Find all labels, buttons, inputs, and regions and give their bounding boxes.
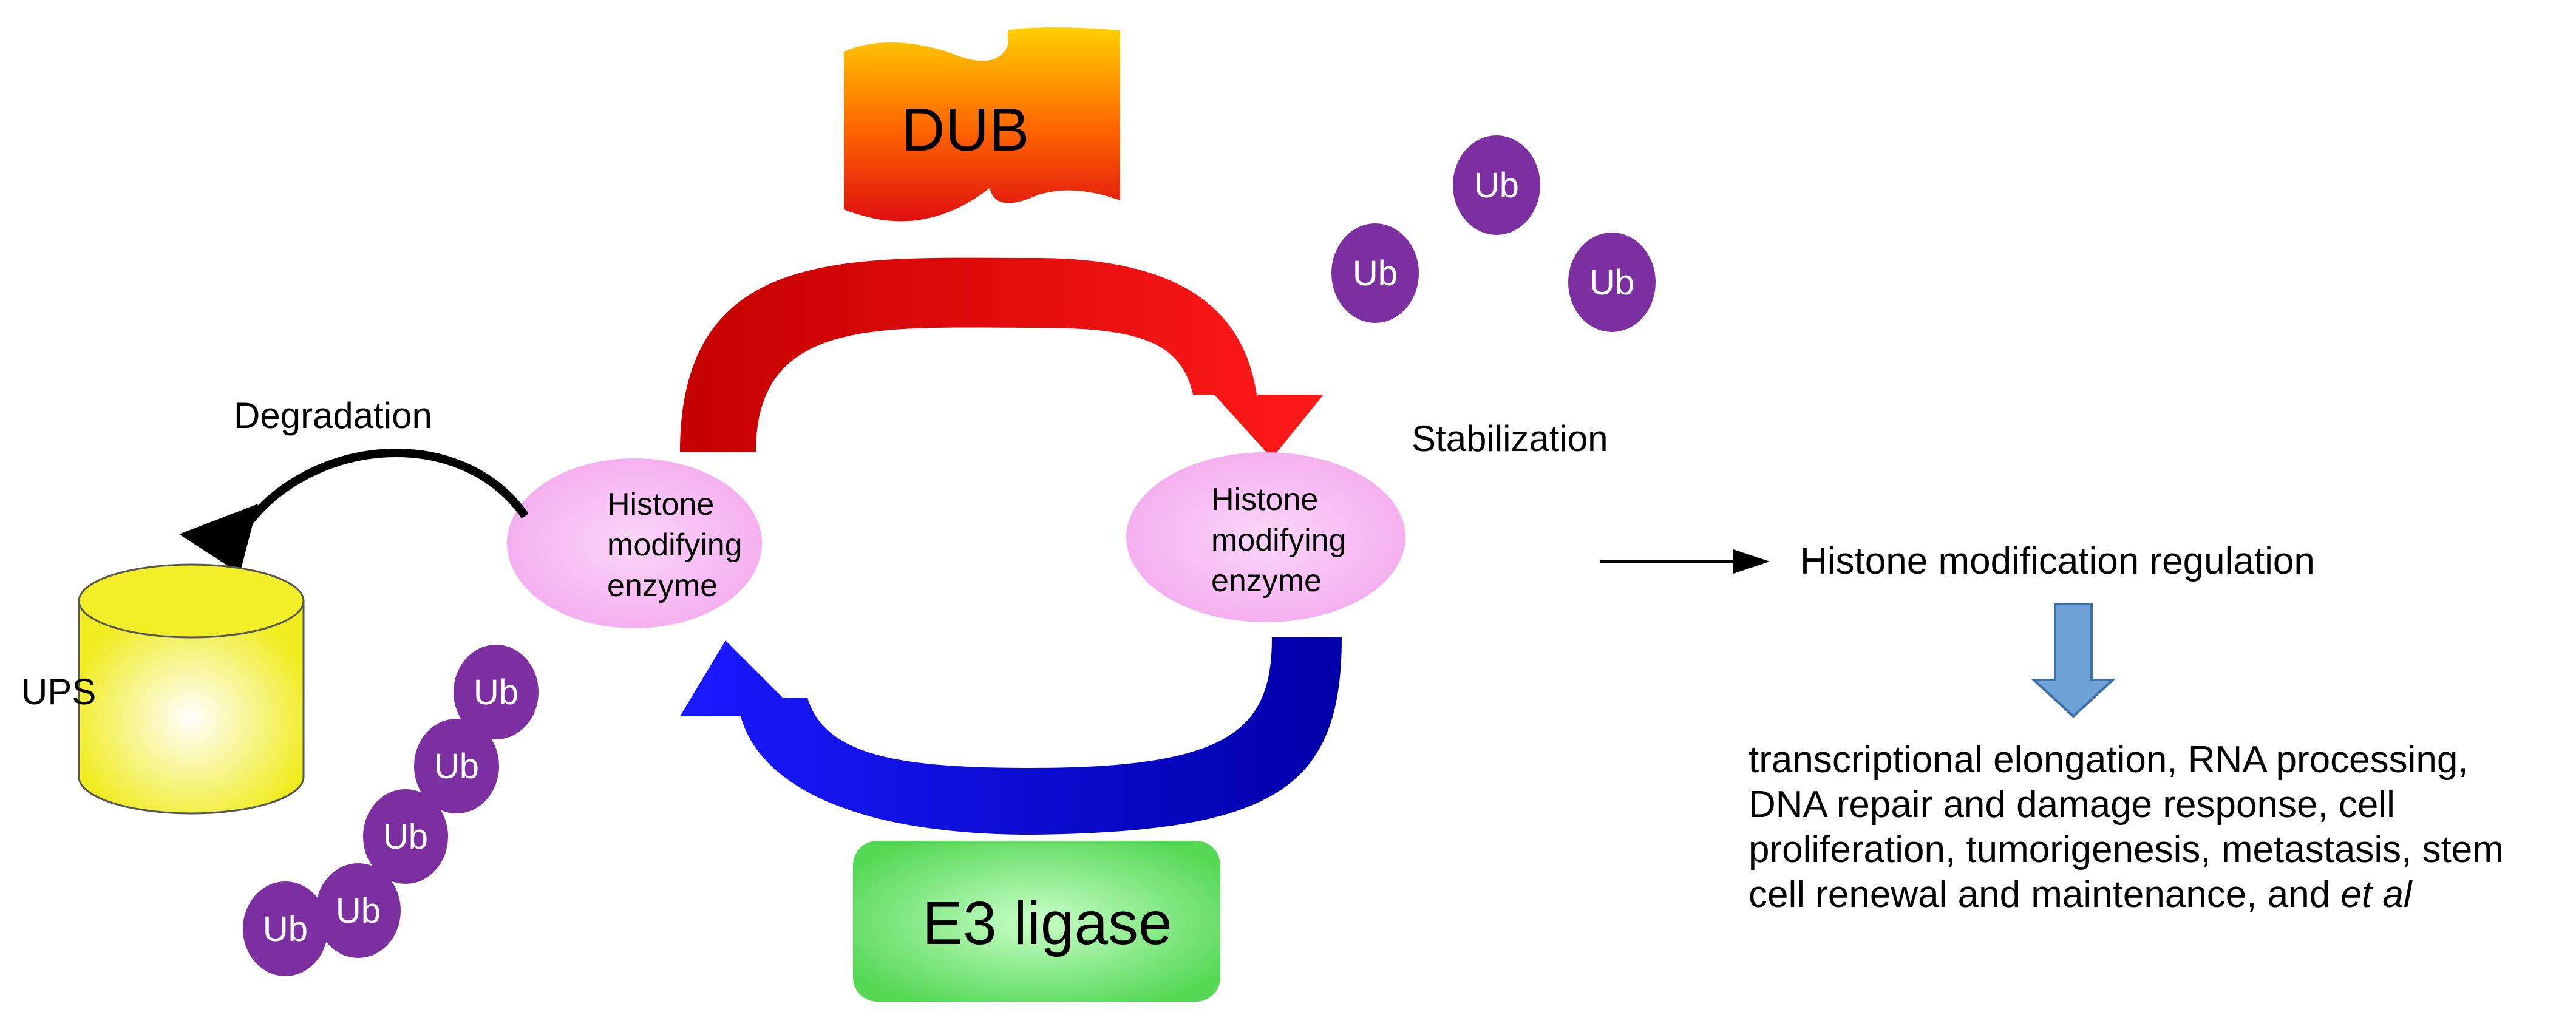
stabilization-label: Stabilization (1412, 418, 1608, 459)
ubiquitin-chain: Ub Ub Ub Ub Ub (243, 645, 539, 976)
ub-chain-3-label: Ub (383, 817, 428, 857)
regulation-arrow (1600, 549, 1770, 574)
ub-free-3: Ub (1568, 233, 1656, 332)
ub-free-3-label: Ub (1589, 263, 1634, 302)
free-ubiquitins: Ub Ub Ub (1331, 135, 1656, 332)
enzyme-left-line3: enzyme (607, 568, 718, 603)
enzyme-left-line1: Histone (607, 487, 714, 522)
ub-chain-1: Ub (243, 881, 328, 976)
e3-ligase-label: E3 ligase (922, 889, 1172, 957)
dub-stabilization-arrow (680, 257, 1324, 458)
enzyme-right-line3: enzyme (1211, 563, 1322, 599)
enzyme-left: Histone modifying enzyme (507, 458, 762, 628)
enzyme-right: Histone modifying enzyme (1126, 452, 1405, 622)
regulation-label: Histone modification regulation (1800, 540, 2315, 582)
ub-chain-2: Ub (316, 863, 401, 958)
ub-free-1-label: Ub (1474, 166, 1519, 205)
dub-label: DUB (901, 96, 1029, 164)
e3-ligase-box: E3 ligase (853, 841, 1220, 1002)
e3-ligase-arrow (680, 637, 1342, 835)
biological-outcomes-text: transcriptional elongation, RNA processi… (1748, 738, 2556, 917)
enzyme-left-line2: modifying (607, 528, 743, 563)
ub-free-2-label: Ub (1353, 254, 1398, 293)
enzyme-right-line2: modifying (1211, 523, 1347, 558)
ub-chain-1-label: Ub (263, 909, 308, 949)
ub-chain-5: Ub (454, 645, 539, 739)
ub-free-2: Ub (1331, 223, 1419, 323)
ub-chain-4-label: Ub (434, 747, 479, 786)
ups-proteasome: UPS (21, 563, 305, 815)
enzyme-right-line1: Histone (1211, 482, 1318, 517)
outcomes-etal: et al (2340, 874, 2412, 915)
ub-chain-4: Ub (414, 719, 499, 813)
dub-box: DUB (844, 27, 1120, 222)
outcomes-main: transcriptional elongation, RNA processi… (1748, 739, 2504, 915)
ub-chain-5-label: Ub (474, 673, 518, 712)
degradation-label: Degradation (234, 395, 432, 436)
ups-label: UPS (21, 671, 96, 712)
degradation-arrow (179, 448, 529, 574)
ub-chain-3: Ub (363, 789, 448, 884)
down-arrow (2030, 603, 2116, 718)
ub-chain-2-label: Ub (336, 891, 381, 931)
ub-free-1: Ub (1453, 135, 1540, 235)
